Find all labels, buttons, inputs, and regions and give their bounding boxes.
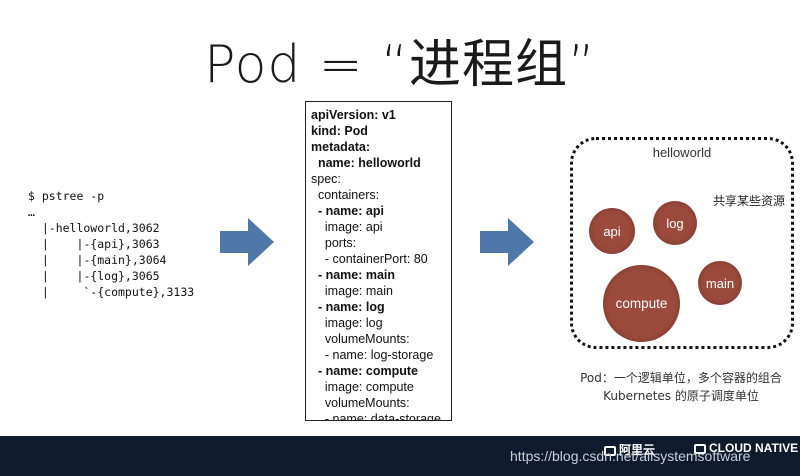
yaml-line: - name: compute (311, 364, 418, 378)
footer-bar: 阿里云 CLOUD NATIVE https://blog.csdn.net/a… (0, 436, 800, 476)
yaml-line: kind: Pod (311, 124, 368, 138)
cloud-native-label: CLOUD NATIVE (709, 441, 799, 455)
pod-name-label: helloworld (652, 145, 712, 160)
right-arrow-icon (480, 218, 534, 266)
yaml-line: volumeMounts: (311, 332, 410, 346)
yaml-line: - name: log (311, 300, 385, 314)
yaml-line: image: main (311, 284, 393, 298)
pod-caption: Pod：一个逻辑单位，多个容器的组合 Kubernetes 的原子调度单位 (562, 369, 800, 405)
yaml-line: image: api (311, 220, 383, 234)
yaml-line: image: compute (311, 380, 414, 394)
alibaba-cloud-logo: 阿里云 (604, 441, 655, 458)
yaml-line: volumeMounts: (311, 396, 410, 410)
pod-yaml-spec: apiVersion: v1 kind: Pod metadata: name:… (305, 101, 452, 421)
pstree-line: | |-{api},3063 (28, 237, 160, 251)
pstree-line: |-helloworld,3062 (28, 221, 160, 235)
yaml-line: image: log (311, 316, 383, 330)
pstree-line: … (28, 205, 35, 219)
yaml-line: metadata: (311, 140, 371, 154)
container-api: api (589, 208, 635, 254)
yaml-line: - name: data-storage (311, 412, 441, 421)
caption-line-1: Pod：一个逻辑单位，多个容器的组合 (580, 371, 782, 385)
yaml-line: apiVersion: v1 (311, 108, 396, 122)
container-compute: compute (603, 265, 680, 342)
cloud-native-icon (694, 444, 706, 454)
pstree-line: | |-{log},3065 (28, 269, 160, 283)
caption-line-2: Kubernetes 的原子调度单位 (603, 389, 759, 403)
alibaba-cloud-icon (604, 446, 616, 456)
yaml-line: containers: (311, 188, 380, 202)
right-arrow-icon (220, 218, 274, 266)
watermark-url: https://blog.csdn.net/alisystemsoftware (510, 448, 751, 464)
pstree-line: | |-{main},3064 (28, 253, 167, 267)
alibaba-cloud-label: 阿里云 (619, 443, 656, 457)
yaml-line: name: helloworld (311, 156, 421, 170)
container-log: log (653, 201, 697, 245)
yaml-line: - name: main (311, 268, 396, 282)
pstree-line: | `-{compute},3133 (28, 285, 195, 299)
container-main: main (698, 261, 742, 305)
yaml-line: - containerPort: 80 (311, 252, 428, 266)
cloud-native-logo: CLOUD NATIVE (694, 441, 798, 455)
yaml-line: spec: (311, 172, 341, 186)
yaml-line: - name: api (311, 204, 384, 218)
shared-resources-label: 共享某些资源 (713, 194, 786, 208)
yaml-line: - name: log-storage (311, 348, 434, 362)
pstree-output: $ pstree -p … |-helloworld,3062 | |-{api… (28, 188, 228, 300)
slide-title: Pod = “进程组” (204, 35, 596, 95)
pod-boundary: helloworld 共享某些资源 api log compute main (570, 137, 794, 349)
yaml-line: ports: (311, 236, 357, 250)
pstree-line: $ pstree -p (28, 189, 105, 203)
